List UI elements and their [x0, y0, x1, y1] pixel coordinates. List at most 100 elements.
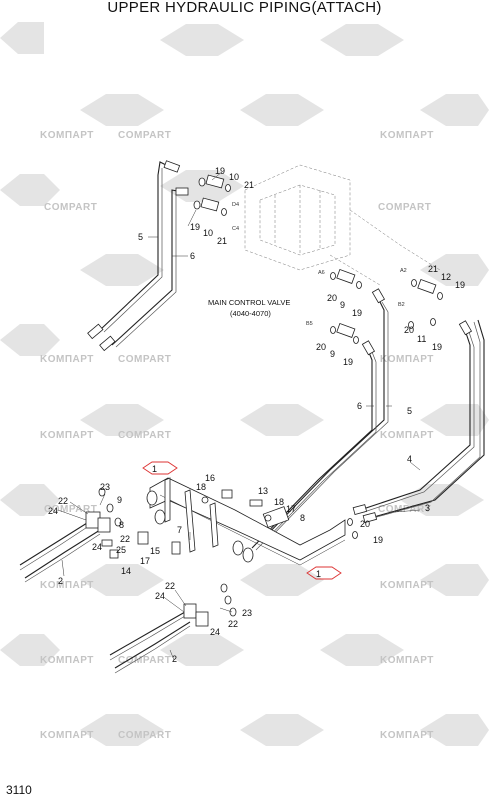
callout-10: 10 — [229, 172, 239, 182]
callout-24: 24 — [48, 506, 58, 516]
callout-14: 14 — [121, 566, 131, 576]
callout-10: 10 — [203, 228, 213, 238]
callout-19: 19 — [455, 280, 465, 290]
callout-13: 13 — [258, 486, 268, 496]
watermark-text-19: KOMПАРТ — [40, 730, 94, 741]
callout-20: 20 — [360, 519, 370, 529]
valve-label-line1: MAIN CONTROL VALVE — [208, 298, 290, 307]
hose-fitting — [175, 187, 189, 196]
leader-lines — [57, 171, 421, 661]
callout-20: 20 — [316, 342, 326, 352]
callout-25: 25 — [116, 545, 126, 555]
callout-9: 9 — [117, 495, 122, 505]
callout-19: 19 — [352, 308, 362, 318]
callout-20: 20 — [404, 325, 414, 335]
callout-5: 5 — [138, 232, 143, 242]
o-ring — [193, 200, 201, 210]
callout-12: 12 — [441, 272, 451, 282]
callout-18: 18 — [196, 482, 206, 492]
connector — [205, 174, 225, 189]
port-label-d4: D4 — [232, 202, 239, 208]
watermark-text-20: COMPART — [118, 730, 171, 741]
watermark-text-7: COMPART — [118, 354, 171, 365]
o-ring — [221, 208, 227, 216]
callout-1: 1 — [152, 464, 157, 474]
callout-18: 18 — [274, 497, 284, 507]
callout-19: 19 — [432, 342, 442, 352]
callout-24: 24 — [155, 591, 165, 601]
callout-4: 4 — [407, 454, 412, 464]
hose-fitting — [99, 335, 116, 352]
watermark-text-18: KOMПАРТ — [380, 655, 434, 666]
right-hoses — [251, 288, 485, 551]
watermark-text-11: KOMПАРТ — [380, 430, 434, 441]
watermark-text-15: KOMПАРТ — [380, 580, 434, 591]
valve-label-line2: (4040-4070) — [230, 309, 271, 318]
callout-22: 22 — [165, 581, 175, 591]
watermark-text-6: KOMПАРТ — [40, 354, 94, 365]
callout-22: 22 — [228, 619, 238, 629]
block-22 — [183, 603, 197, 619]
callout-8: 8 — [300, 513, 305, 523]
callout-21: 21 — [217, 236, 227, 246]
bolt-14 — [109, 549, 119, 559]
callout-21: 21 — [244, 180, 254, 190]
right-fittings — [330, 268, 443, 344]
callout-22: 22 — [120, 534, 130, 544]
watermark-text-5: COMPART — [378, 202, 431, 213]
reference-marker-1 — [142, 461, 178, 475]
callout-1: 1 — [316, 569, 321, 579]
callout-24: 24 — [210, 627, 220, 637]
watermark-text-2: COMPART — [118, 130, 171, 141]
watermark-text-12: COMPART — [44, 504, 97, 515]
o-ring — [198, 177, 206, 187]
watermark-text-21: KOMПАРТ — [380, 730, 434, 741]
watermark-text-3: KOMПАРТ — [380, 130, 434, 141]
watermark-text-9: KOMПАРТ — [40, 430, 94, 441]
callout-11: 11 — [417, 334, 426, 344]
port-label-b2: B2 — [398, 302, 405, 308]
washer-18 — [201, 496, 209, 504]
callout-23: 23 — [242, 608, 252, 618]
connector — [200, 197, 220, 212]
callout-8: 8 — [119, 520, 124, 530]
callout-2: 2 — [58, 576, 63, 586]
callout-9: 9 — [330, 349, 335, 359]
callout-6: 6 — [190, 251, 195, 261]
callout-23: 23 — [100, 482, 110, 492]
hose-fitting — [163, 160, 181, 173]
port-label-c4: C4 — [232, 226, 239, 232]
callout-2: 2 — [172, 654, 177, 664]
callout-21: 21 — [428, 264, 438, 274]
callout-17: 17 — [286, 504, 296, 514]
callout-15: 15 — [150, 546, 160, 556]
main-control-valve-outline: MAIN CONTROL VALVE (4040-4070) D4 C4 A6 … — [208, 164, 441, 327]
watermark-layer: KOMПАРТ COMPART KOMПАРТ COMPART COMPART … — [0, 22, 489, 746]
watermark-text-16: KOMПАРТ — [40, 655, 94, 666]
washer-25 — [101, 539, 113, 547]
callout-19: 19 — [190, 222, 200, 232]
callout-16: 16 — [205, 473, 215, 483]
block-24 — [195, 611, 209, 627]
bolt-16 — [221, 489, 233, 499]
port-label-a6: A6 — [318, 270, 325, 276]
callout-19: 19 — [215, 166, 225, 176]
watermark-text-10: COMPART — [118, 430, 171, 441]
clamp-17 — [137, 531, 149, 545]
page-title: UPPER HYDRAULIC PIPING(ATTACH) — [107, 0, 382, 16]
port-label-a2: A2 — [400, 268, 407, 274]
callout-20: 20 — [327, 293, 337, 303]
callout-19: 19 — [373, 535, 383, 545]
bottom-hose-group — [109, 583, 237, 674]
callout-22: 22 — [58, 496, 68, 506]
callout-6: 6 — [357, 401, 362, 411]
callout-3: 3 — [425, 503, 430, 513]
callout-7: 7 — [177, 525, 182, 535]
callouts: 19 10 21 19 10 21 5 6 21 12 19 20 9 19 2… — [48, 166, 465, 664]
washer-18 — [264, 514, 272, 522]
hose-fitting — [87, 323, 104, 340]
callout-5: 5 — [407, 406, 412, 416]
bracket-8 — [262, 506, 290, 528]
callout-9: 9 — [340, 300, 345, 310]
